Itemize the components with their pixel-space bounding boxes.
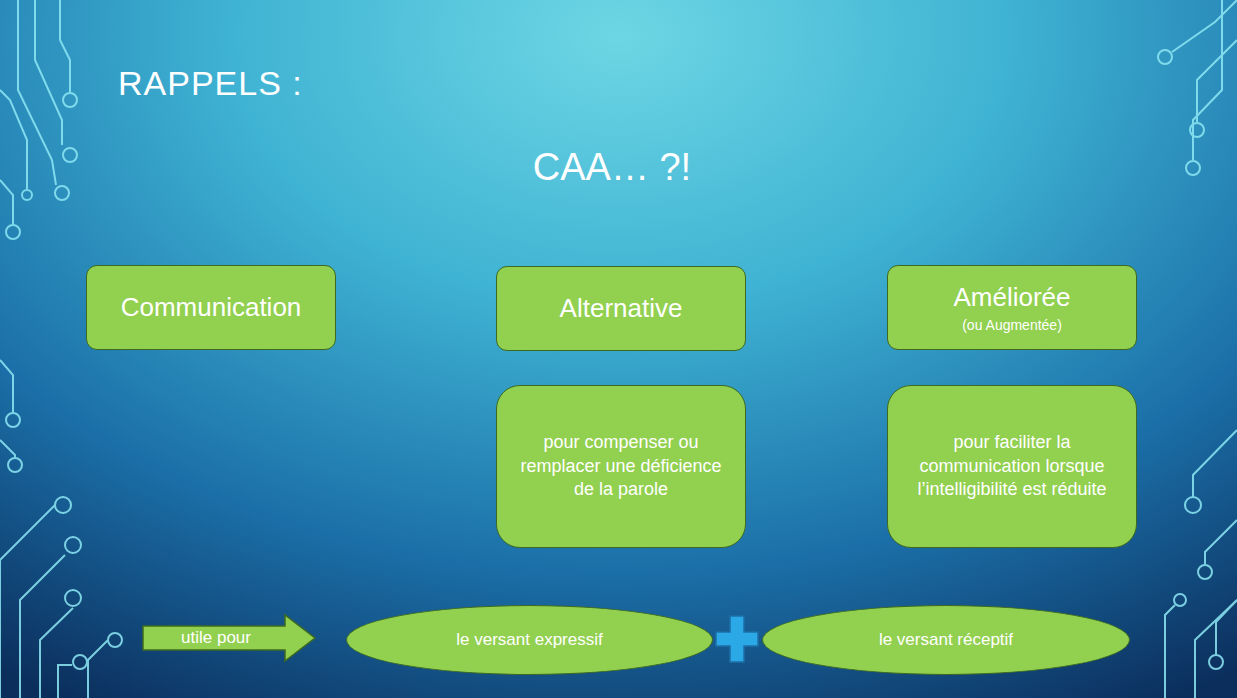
arrow-shape: utile pour (143, 615, 315, 661)
definition-box: pour faciliter la communication lorsque … (887, 385, 1137, 548)
acronym-heading: CAA… ?! (533, 146, 691, 189)
definition-box: pour compenser ou remplacer une déficien… (496, 385, 746, 548)
definition-text: pour faciliter la communication lorsque … (909, 431, 1115, 501)
ellipse-node: le versant réceptif (762, 605, 1130, 675)
term-label: Communication (121, 291, 302, 325)
term-label: Améliorée (953, 281, 1070, 315)
term-label: le versant réceptif (879, 629, 1013, 651)
ellipse-node: le versant expressif (346, 605, 713, 675)
term-label: le versant expressif (456, 629, 602, 651)
term-subtitle: (ou Augmentée) (962, 316, 1062, 334)
term-box: Alternative (496, 266, 746, 351)
term-label: Alternative (560, 292, 683, 326)
slide-title: RAPPELS : (118, 64, 303, 103)
term-box: Améliorée(ou Augmentée) (887, 265, 1137, 350)
definition-text: pour compenser ou remplacer une déficien… (518, 431, 724, 501)
term-label: utile pour (181, 627, 251, 649)
term-box: Communication (86, 265, 336, 350)
